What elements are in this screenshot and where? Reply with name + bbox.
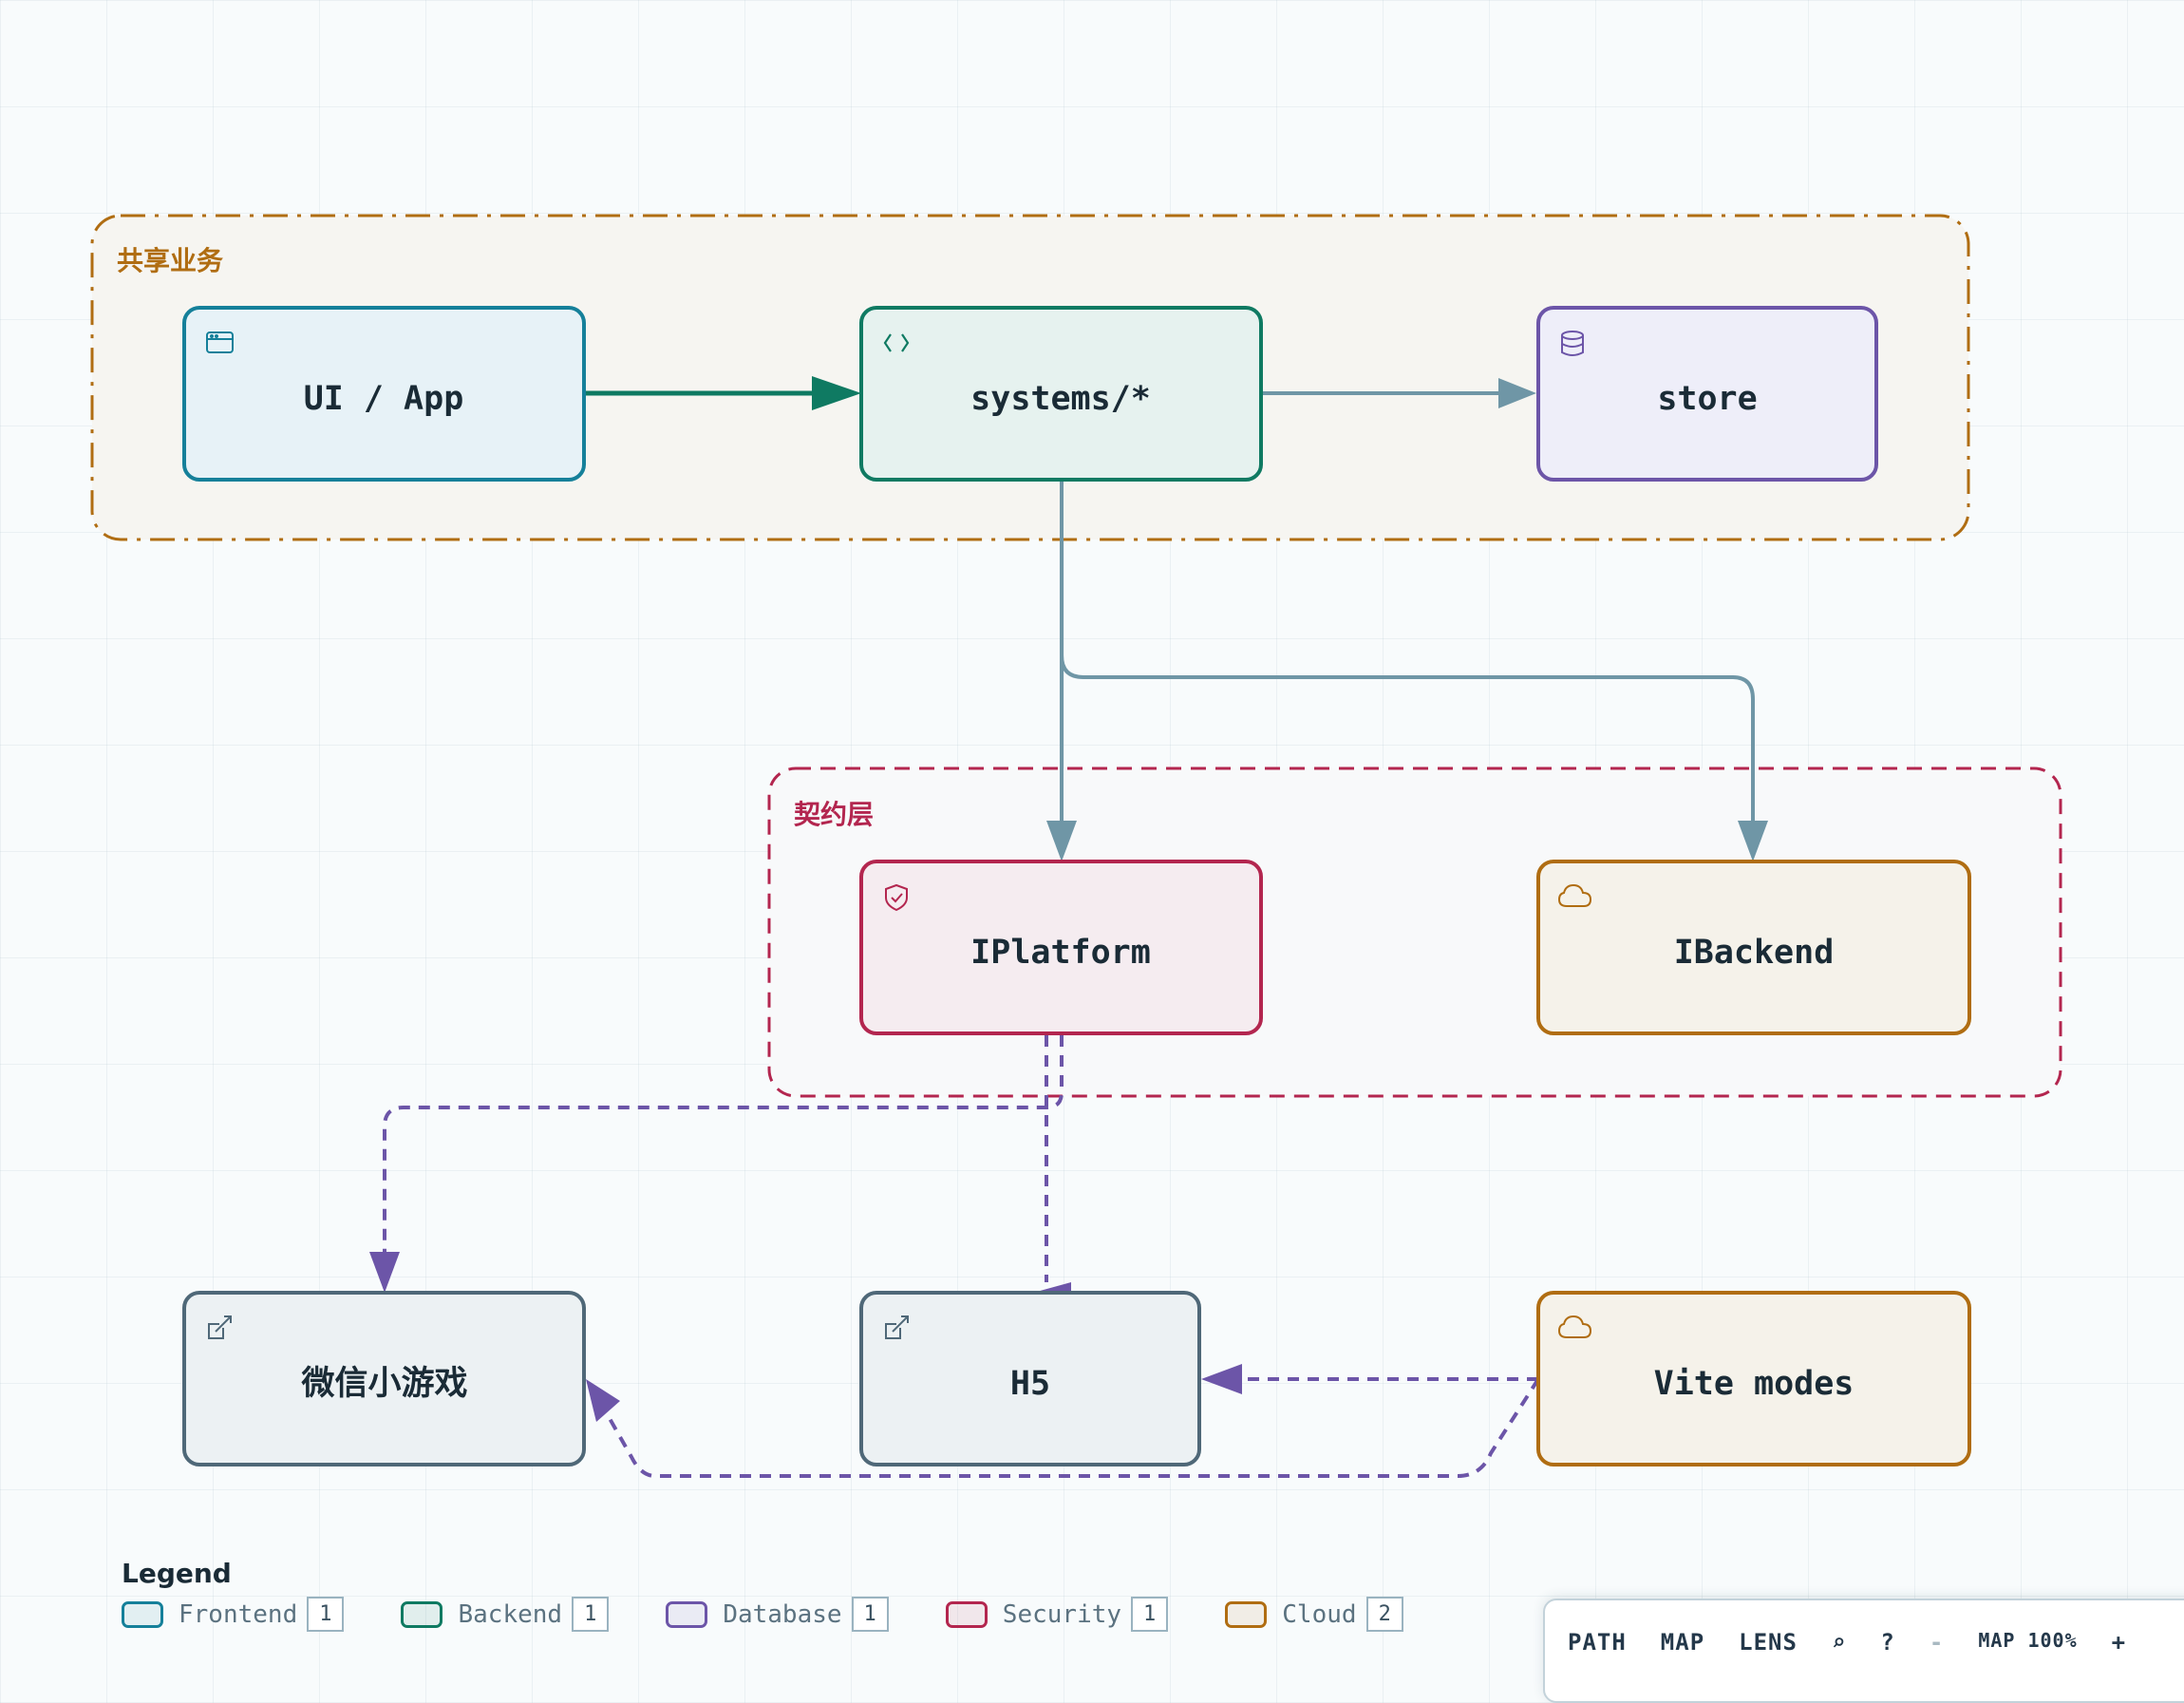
lens-button[interactable]: LENS <box>1739 1629 1798 1656</box>
node-iplatform-label: IPlatform <box>970 934 1151 972</box>
node-vite[interactable]: Vite modes <box>1536 1291 1971 1466</box>
cloud-icon <box>1557 1315 1592 1338</box>
node-vite-label: Vite modes <box>1654 1365 1855 1403</box>
zoom-in-button[interactable]: + <box>2111 1629 2127 1656</box>
external-link-icon <box>208 1315 232 1339</box>
legend-item-count: 1 <box>1131 1597 1169 1632</box>
help-button[interactable]: ? <box>1880 1629 1895 1656</box>
legend-swatch <box>945 1600 988 1628</box>
node-h5-label: H5 <box>1010 1365 1050 1403</box>
legend-item-backend[interactable]: Backend 1 <box>401 1597 610 1632</box>
legend-item-database[interactable]: Database 1 <box>666 1597 889 1632</box>
node-store-label: store <box>1657 380 1757 418</box>
zoom-level: MAP 100% <box>1978 1629 2078 1652</box>
edge-vite-h5-arrowhead <box>1201 1364 1242 1394</box>
node-store[interactable]: store <box>1536 306 1878 482</box>
node-ibackend[interactable]: IBackend <box>1536 860 1971 1035</box>
node-iplatform[interactable]: IPlatform <box>859 860 1263 1035</box>
code-brackets-icon <box>883 333 910 352</box>
legend-item-label: Database <box>723 1599 842 1629</box>
path-button[interactable]: PATH <box>1568 1629 1627 1656</box>
legend-item-security[interactable]: Security 1 <box>945 1597 1169 1632</box>
legend-title: Legend <box>122 1558 232 1589</box>
edge-iplatform-wechat-arrowhead <box>369 1252 400 1293</box>
edge-ui-systems-arrowhead <box>812 376 861 410</box>
edge-systems-ibackend-arrowhead <box>1738 821 1768 861</box>
edge-systems-iplatform-arrowhead <box>1046 821 1077 861</box>
edge-vite-wechat-arrowhead <box>586 1379 620 1422</box>
node-wechat-label: 微信小游戏 <box>300 1365 467 1403</box>
legend-item-label: Cloud <box>1282 1599 1357 1629</box>
legend-item-label: Security <box>1002 1599 1122 1629</box>
legend-item-cloud[interactable]: Cloud 2 <box>1225 1597 1403 1632</box>
view-toolbar: PATH MAP LENS ⌕ ? - MAP 100% + <box>1543 1599 2184 1703</box>
zoom-out-button[interactable]: - <box>1929 1629 1945 1656</box>
node-h5[interactable]: H5 <box>859 1291 1201 1466</box>
node-ui-label: UI / App <box>304 380 464 418</box>
node-ibackend-label: IBackend <box>1674 934 1835 972</box>
legend-item-count: 1 <box>572 1597 610 1632</box>
edge-systems-ibackend[interactable] <box>1060 654 1755 822</box>
legend-item-count: 2 <box>1365 1597 1403 1632</box>
legend-items: Frontend 1 Backend 1 Database 1 Security 1 Cloud… <box>122 1597 1546 1632</box>
external-link-icon <box>885 1315 909 1339</box>
legend-swatch <box>666 1600 708 1628</box>
group-contract-label: 契约层 <box>794 799 874 830</box>
edge-iplatform-h5-arrowhead <box>1033 1282 1071 1293</box>
edges <box>369 376 1768 1478</box>
shield-check-icon <box>885 883 908 912</box>
legend-swatch <box>1225 1600 1268 1628</box>
node-systems[interactable]: systems/* <box>859 306 1263 482</box>
legend-swatch <box>122 1600 163 1628</box>
node-ui[interactable]: UI / App <box>182 306 586 482</box>
edge-systems-store-arrowhead <box>1498 378 1536 408</box>
edge-iplatform-wechat[interactable] <box>383 1035 1064 1254</box>
legend-item-count: 1 <box>851 1597 889 1632</box>
database-icon <box>1561 331 1584 356</box>
node-wechat[interactable]: 微信小游戏 <box>182 1291 586 1466</box>
legend-item-count: 1 <box>307 1597 345 1632</box>
browser-window-icon <box>206 331 234 353</box>
legend-item-frontend[interactable]: Frontend 1 <box>122 1597 345 1632</box>
search-icon[interactable]: ⌕ <box>1831 1629 1847 1656</box>
node-systems-label: systems/* <box>970 380 1151 418</box>
legend-swatch <box>401 1600 443 1628</box>
legend-item-label: Frontend <box>179 1599 298 1629</box>
cloud-icon <box>1557 883 1592 907</box>
legend-item-label: Backend <box>458 1599 563 1629</box>
group-shared-label: 共享业务 <box>117 245 223 276</box>
map-button[interactable]: MAP <box>1660 1629 1705 1656</box>
